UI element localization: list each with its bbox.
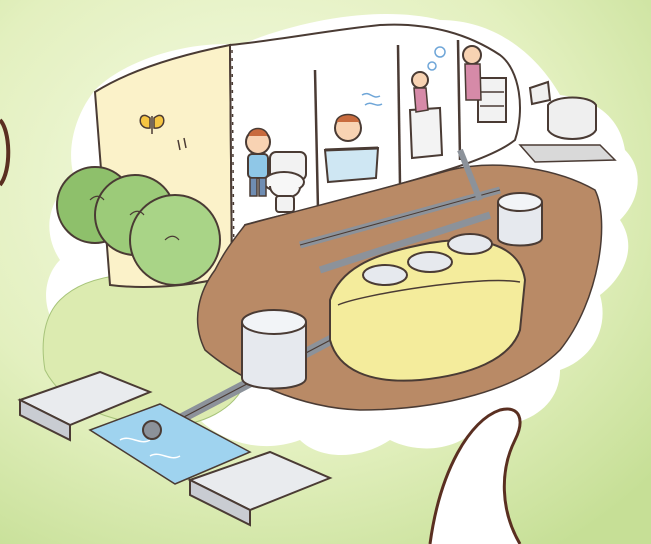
tank-opening-2 (408, 252, 452, 272)
manhole-upper (498, 193, 542, 246)
tank-opening-1 (363, 265, 407, 285)
manhole-lower (242, 310, 306, 389)
tank-opening-3 (448, 234, 492, 254)
